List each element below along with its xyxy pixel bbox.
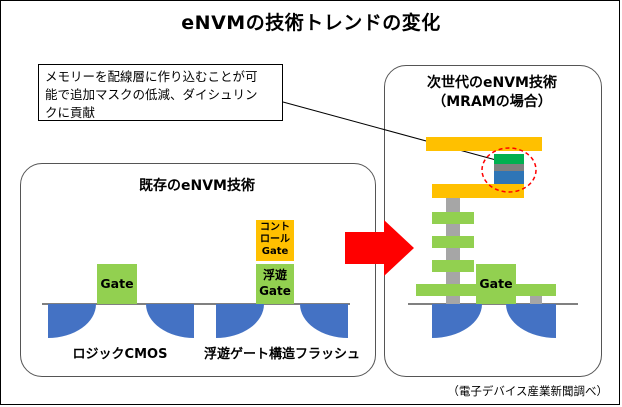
next-gen-envm-title-line2: （MRAMの場合） bbox=[432, 94, 552, 110]
callout-pointer-line bbox=[282, 101, 497, 161]
control-gate-label: コント ロール Gate bbox=[256, 222, 294, 258]
next-gen-envm-panel bbox=[384, 65, 602, 377]
floating-gate-label-line2: Gate bbox=[259, 284, 291, 298]
metal-pad-1 bbox=[432, 212, 474, 224]
logic-cmos-label: ロジックCMOS bbox=[72, 347, 168, 362]
metal-pad-2 bbox=[432, 236, 474, 248]
cmos-drain-region bbox=[146, 304, 194, 338]
control-gate-label-line1: コント bbox=[260, 222, 290, 233]
metal-pad-5 bbox=[516, 284, 556, 296]
mram-transistor-gate bbox=[476, 264, 516, 304]
floating-gate bbox=[256, 264, 294, 304]
callout-box: メモリーを配線層に作り込むことが可 能で追加マスクの低減、ダイシュリン クに貢献 bbox=[38, 64, 283, 121]
metal-pad-4 bbox=[416, 284, 476, 296]
flash-source-region bbox=[216, 304, 264, 338]
source-note: （電子デバイス産業新聞調べ） bbox=[447, 384, 608, 398]
mram-drain-region bbox=[506, 304, 556, 338]
flash-drain-region bbox=[300, 304, 348, 338]
callout-line3: クに貢献 bbox=[45, 105, 96, 120]
callout-line1: メモリーを配線層に作り込むことが可 bbox=[45, 69, 258, 84]
mram-gate-label: Gate bbox=[479, 276, 513, 291]
existing-envm-panel bbox=[20, 163, 376, 377]
control-gate-label-line2: ロール bbox=[260, 234, 290, 245]
existing-envm-title: 既存のeNVM技術 bbox=[139, 178, 255, 194]
floating-gate-flash-label: 浮遊ゲート構造フラッシュ bbox=[203, 347, 360, 362]
control-gate bbox=[256, 220, 294, 261]
mtj-middle-gray bbox=[494, 164, 524, 171]
transition-arrow bbox=[345, 220, 414, 276]
mram-source-region bbox=[432, 304, 482, 338]
floating-gate-label-line1: 浮遊 bbox=[262, 268, 287, 282]
figure-title: eNVMの技術トレンドの変化 bbox=[181, 12, 441, 34]
mtj-top-green bbox=[494, 154, 524, 164]
wiring-layer-upper bbox=[426, 137, 542, 151]
control-gate-label-line3: Gate bbox=[261, 246, 289, 257]
cmos-gate-label: Gate bbox=[100, 276, 134, 291]
metal-pad-3 bbox=[432, 260, 474, 272]
next-gen-envm-title-line1: 次世代のeNVM技術 bbox=[427, 75, 557, 91]
mtj-highlight-circle bbox=[481, 147, 537, 193]
floating-gate-label: 浮遊 Gate bbox=[256, 267, 294, 299]
mtj-bottom-blue bbox=[494, 171, 524, 184]
next-gen-envm-title: 次世代のeNVM技術 （MRAMの場合） bbox=[384, 74, 600, 112]
callout-line2: 能で追加マスクの低減、ダイシュリン bbox=[45, 87, 258, 102]
wiring-layer-lower bbox=[432, 184, 524, 198]
cmos-gate bbox=[97, 264, 137, 304]
cmos-source-region bbox=[48, 304, 96, 338]
